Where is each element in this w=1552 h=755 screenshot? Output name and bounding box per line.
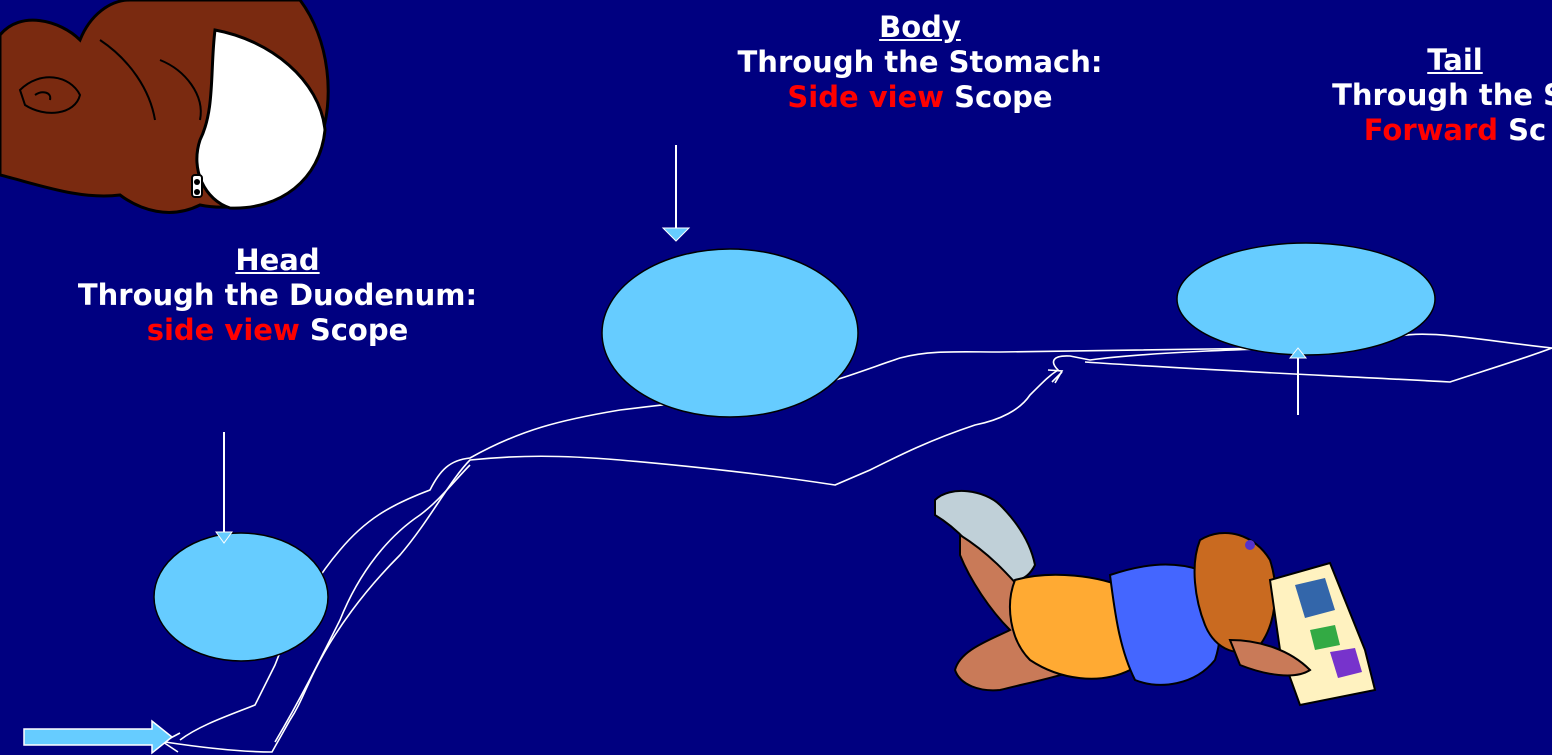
- head-scope-word: Scope: [310, 313, 408, 347]
- tail-target-ellipse: [1177, 243, 1435, 355]
- tail-scope-type: Forward: [1364, 113, 1498, 147]
- body-scope-type: Side view: [787, 80, 944, 114]
- baby-clipart-icon: [0, 0, 328, 212]
- girl-reading-clipart-icon: [935, 491, 1375, 705]
- head-route-text: Through the Duodenum:: [0, 278, 555, 313]
- body-target-ellipse: [602, 249, 858, 417]
- tail-label: Tail Through the St Forward Sc: [1225, 43, 1552, 148]
- body-pointer-arrow: [663, 145, 689, 241]
- body-label: Body Through the Stomach: Side view Scop…: [620, 10, 1220, 115]
- tail-title: Tail: [1427, 43, 1483, 77]
- head-target-ellipse: [154, 533, 328, 661]
- head-label: Head Through the Duodenum: side view Sco…: [0, 243, 555, 348]
- body-scope-word: Scope: [954, 80, 1052, 114]
- tail-scope-word: Sc: [1508, 113, 1546, 147]
- head-scope-type: side view: [147, 313, 300, 347]
- tail-pointer-arrow: [1290, 348, 1306, 415]
- entry-block-arrow: [24, 721, 172, 753]
- body-route-text: Through the Stomach:: [620, 45, 1220, 80]
- tail-route-text: Through the St: [1225, 78, 1552, 113]
- body-title: Body: [879, 10, 961, 44]
- head-title: Head: [235, 243, 319, 277]
- head-pointer-arrow: [216, 432, 232, 543]
